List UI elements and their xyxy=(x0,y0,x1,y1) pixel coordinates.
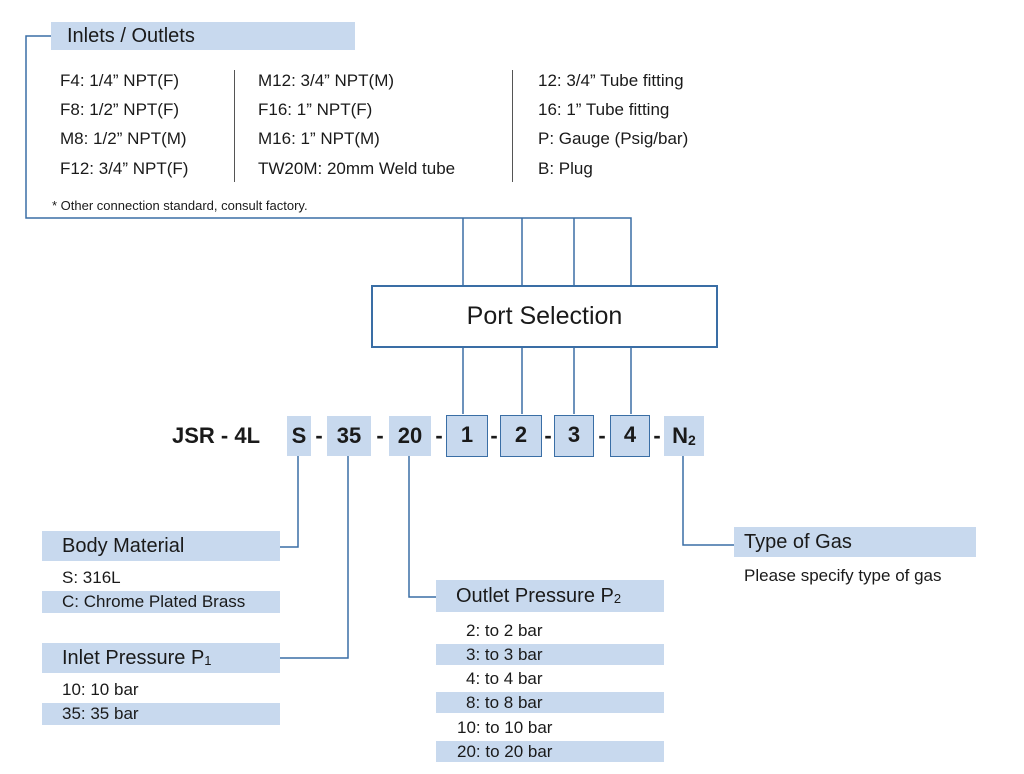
outlet-pressure-option: 20: to 20 bar xyxy=(457,742,553,761)
inlet-option: M8: 1/2” NPT(M) xyxy=(60,129,187,148)
inlet-option: F12: 3/4” NPT(F) xyxy=(60,159,189,178)
type-of-gas-description: Please specify type of gas xyxy=(744,566,942,585)
model-prefix: JSR - 4L xyxy=(172,423,261,448)
column-divider-1 xyxy=(234,70,235,182)
inlet-pressure-option: 35: 35 bar xyxy=(62,704,139,723)
inlet-pressure-option-highlight xyxy=(42,703,280,725)
inlet-option: 16: 1” Tube fitting xyxy=(538,100,670,119)
inlet-option: P: Gauge (Psig/bar) xyxy=(538,129,689,148)
inlet-option: TW20M: 20mm Weld tube xyxy=(258,159,456,178)
inlet-pressure-title-text: Inlet Pressure P xyxy=(62,647,205,669)
inlet-option: F4: 1/4” NPT(F) xyxy=(60,71,180,90)
code-port-3: 3 xyxy=(554,415,594,457)
code-outlet-pressure: 20 xyxy=(389,416,431,456)
code-port-4: 4 xyxy=(610,415,650,457)
inlet-option: F8: 1/2” NPT(F) xyxy=(60,100,180,119)
material-link xyxy=(280,456,299,548)
code-gas-symbol: N xyxy=(672,423,689,448)
outlet-pressure-title-text: Outlet Pressure P xyxy=(456,585,614,607)
outlet-pressure-option: 2: to 2 bar xyxy=(466,621,543,640)
inlet-pressure-title-subscript: 1 xyxy=(204,653,212,668)
code-inlet-pressure: 35 xyxy=(327,416,371,456)
outlet-pressure-option: 8: to 8 bar xyxy=(466,693,543,712)
outlet-pressure-link xyxy=(408,456,436,598)
body-material-option-highlight xyxy=(42,591,280,613)
body-material-option: S: 316L xyxy=(62,568,121,587)
code-port-1: 1 xyxy=(446,415,488,457)
port-selection-box: Port Selection xyxy=(371,285,718,348)
code-dash: - xyxy=(315,423,323,448)
type-of-gas-title: Type of Gas xyxy=(734,527,976,557)
code-gas: N2 xyxy=(664,416,704,456)
inlet-pressure-link xyxy=(280,456,349,659)
outlet-pressure-option: 10: to 10 bar xyxy=(457,718,553,737)
code-dash: - xyxy=(435,423,443,448)
inlet-option: F16: 1” NPT(F) xyxy=(258,100,373,119)
outlet-pressure-option: 4: to 4 bar xyxy=(466,669,543,688)
code-dash: - xyxy=(490,423,498,448)
connection-note: * Other connection standard, consult fac… xyxy=(52,198,308,213)
code-gas-subscript: 2 xyxy=(688,432,696,448)
outlet-pressure-title: Outlet Pressure P2 xyxy=(436,580,664,612)
outlet-pressure-option-highlight xyxy=(436,741,664,762)
code-dash: - xyxy=(598,423,606,448)
gas-link xyxy=(682,456,734,546)
inlet-pressure-option: 10: 10 bar xyxy=(62,680,139,699)
code-dash: - xyxy=(653,423,661,448)
code-port-2: 2 xyxy=(500,415,542,457)
inlet-option: 12: 3/4” Tube fitting xyxy=(538,71,684,90)
outlet-pressure-option-highlight xyxy=(436,692,664,713)
inlets-outlets-title: Inlets / Outlets xyxy=(51,22,355,50)
outlet-pressure-option: 3: to 3 bar xyxy=(466,645,543,664)
body-material-title: Body Material xyxy=(42,531,280,561)
outlet-pressure-option-highlight xyxy=(436,644,664,665)
code-dash: - xyxy=(376,423,384,448)
outlet-pressure-title-subscript: 2 xyxy=(613,591,622,606)
inlet-option: M16: 1” NPT(M) xyxy=(258,129,380,148)
code-dash: - xyxy=(544,423,552,448)
inlet-pressure-title: Inlet Pressure P1 xyxy=(42,643,280,673)
code-material: S xyxy=(287,416,311,456)
column-divider-2 xyxy=(512,70,513,182)
inlets-bracket-line xyxy=(25,35,632,285)
inlet-option: B: Plug xyxy=(538,159,593,178)
inlet-option: M12: 3/4” NPT(M) xyxy=(258,71,395,90)
body-material-option: C: Chrome Plated Brass xyxy=(62,592,246,611)
